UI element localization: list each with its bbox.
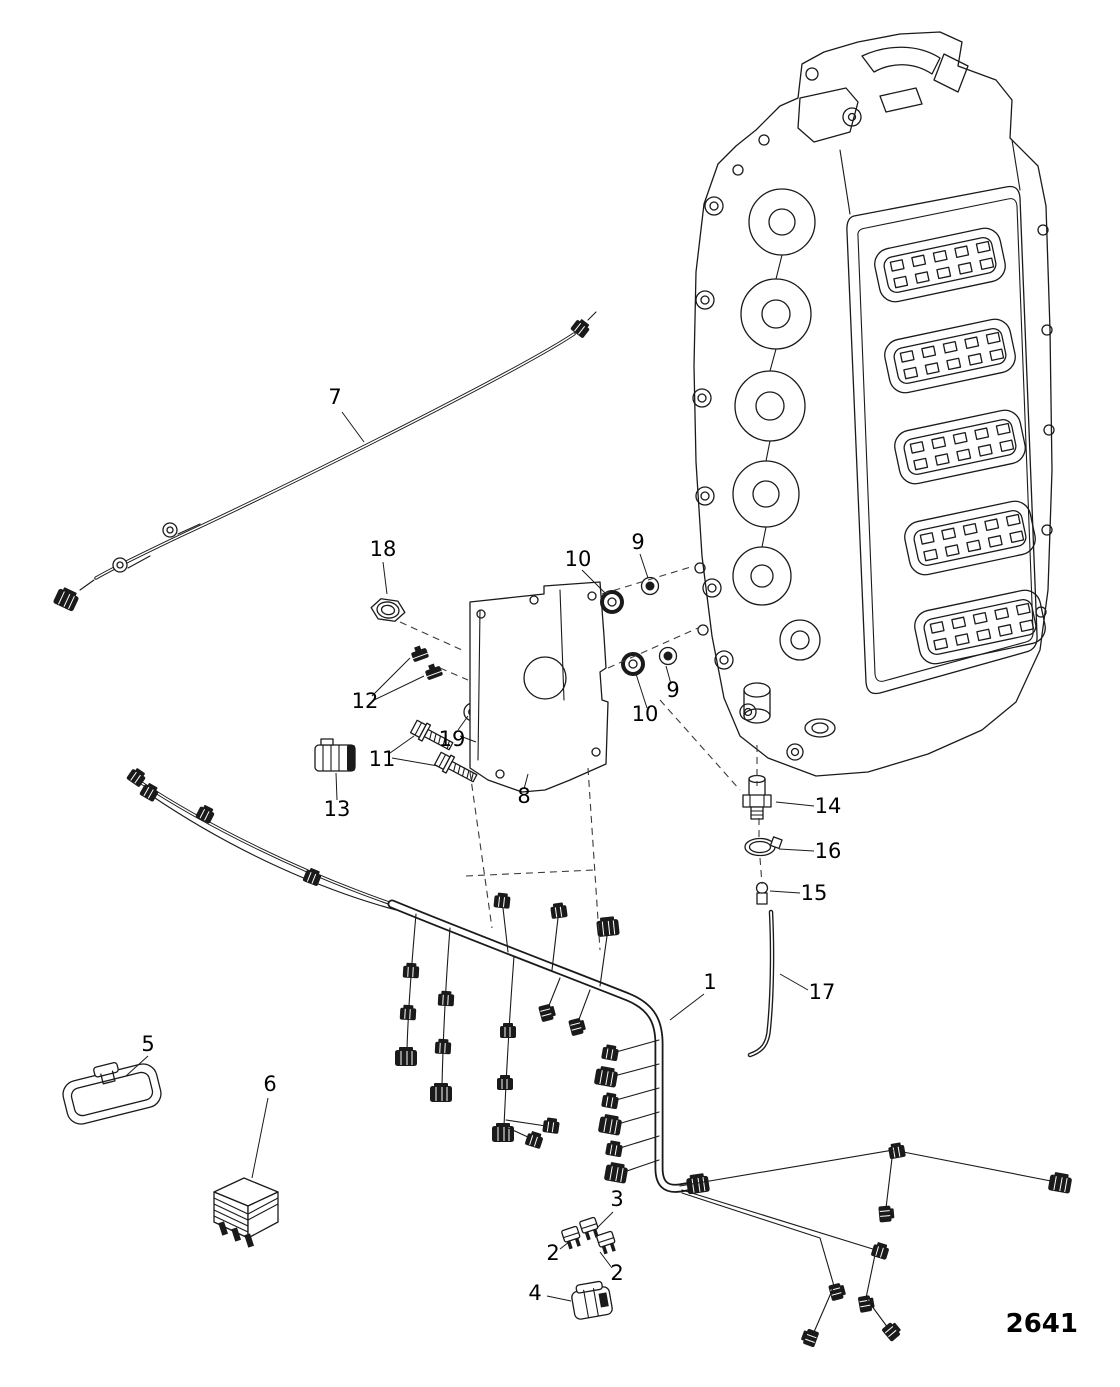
- callout-16: 16: [815, 839, 842, 863]
- retainer-clips: [408, 643, 444, 681]
- relay-connector: [213, 1177, 279, 1248]
- ring-nut: [370, 598, 406, 622]
- callout-4: 4: [528, 1281, 541, 1305]
- fitting-15: [755, 881, 769, 905]
- callout-14: 14: [815, 794, 842, 818]
- callout-10a: 10: [565, 547, 592, 571]
- callout-1: 1: [703, 970, 716, 994]
- page-number: 2641: [1006, 1309, 1078, 1339]
- alignment-dashed-lines: [399, 565, 763, 951]
- callout-15: 15: [801, 881, 828, 905]
- fuses: [560, 1216, 619, 1256]
- connector-cover: [62, 1061, 162, 1125]
- wiring-harness: [125, 765, 1074, 1349]
- callout-2a: 2: [546, 1241, 559, 1265]
- electrical-bracket: [469, 581, 609, 793]
- callout-12: 12: [352, 689, 379, 713]
- trim-sender-cable: [52, 311, 597, 613]
- callout-19: 19: [439, 727, 466, 751]
- callout-17: 17: [809, 980, 836, 1004]
- callout-9a: 9: [631, 530, 644, 554]
- drain-tube: [747, 909, 775, 1058]
- engine-block: [692, 31, 1055, 777]
- callout-5: 5: [141, 1032, 154, 1056]
- callout-13: 13: [324, 797, 351, 821]
- callout-18: 18: [370, 537, 397, 561]
- callout-3: 3: [610, 1187, 623, 1211]
- callout-9b: 9: [666, 678, 679, 702]
- callout-10b: 10: [632, 702, 659, 726]
- hose-clamp: [744, 836, 783, 857]
- grommets: [599, 576, 678, 677]
- fuse-holder: [571, 1280, 613, 1320]
- callout-8: 8: [517, 784, 530, 808]
- leader-lines: [125, 411, 815, 1302]
- callout-2b: 2: [610, 1261, 623, 1285]
- connector-13: [314, 738, 356, 772]
- callout-7: 7: [328, 385, 341, 409]
- callouts: 7 18 12 11 19 13 8 10 9 9 10 14 16 15 17…: [141, 385, 841, 1305]
- callout-6: 6: [263, 1072, 276, 1096]
- callout-11: 11: [369, 747, 396, 771]
